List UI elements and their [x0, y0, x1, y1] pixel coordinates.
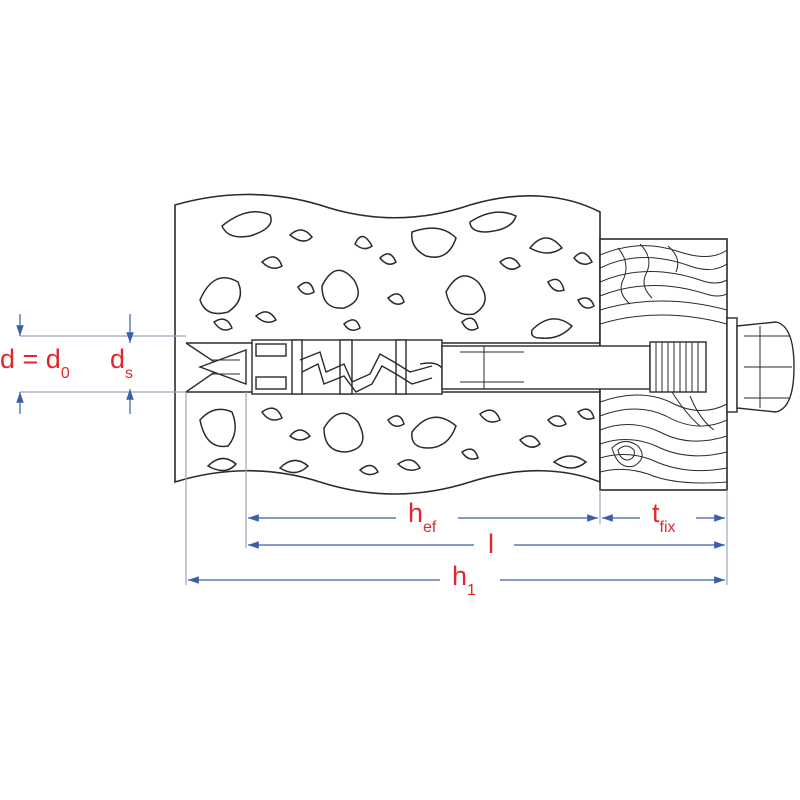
label-tfix: tfix: [652, 498, 676, 536]
label-ds: ds: [110, 344, 133, 382]
aggregate-stones: [199, 211, 595, 476]
label-hef: hef: [408, 498, 437, 536]
label-d-equals-d0: d = d0: [0, 344, 70, 382]
expansion-anchor: [197, 317, 795, 413]
label-l: l: [488, 529, 494, 559]
label-h1: h1: [452, 561, 476, 599]
